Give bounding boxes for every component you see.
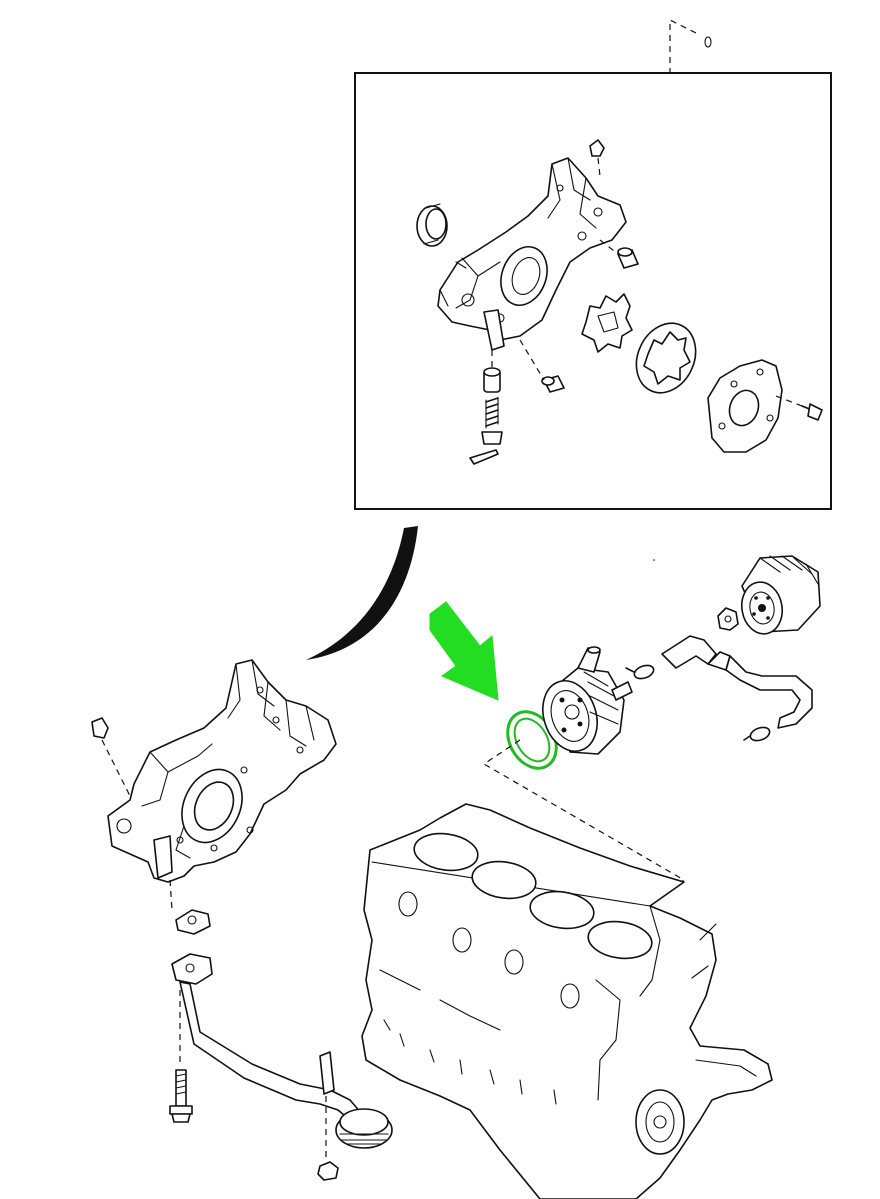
strainer-nut: [317, 1161, 339, 1181]
oil-cooler: [542, 646, 633, 755]
oil-pump-bolt: [91, 717, 109, 739]
pump-cover: [707, 359, 783, 453]
hose-clamp-lower: [743, 726, 771, 742]
cover-screw: [801, 403, 823, 421]
cap-bolt: [589, 139, 605, 157]
engine-block: [361, 803, 773, 1199]
dowel-pin-lower: [541, 375, 565, 393]
green-arrow-icon: [429, 601, 499, 701]
oil-filter: [740, 555, 821, 635]
front-oil-seal: [416, 203, 448, 247]
relief-valve-plunger: [483, 367, 501, 393]
outer-rotor: [635, 322, 697, 394]
inner-rotor: [581, 293, 633, 353]
clip-part: [704, 36, 712, 48]
oil-pump-housing: [107, 659, 337, 883]
cooler-nut: [717, 607, 739, 631]
cotter-pin: [469, 449, 499, 465]
relief-valve-plug: [481, 431, 503, 445]
strainer-bolt: [169, 1069, 193, 1123]
strainer-gasket: [175, 909, 211, 935]
relief-valve-spring: [485, 397, 499, 429]
oil-strainer: [171, 953, 393, 1149]
speck-mark: [653, 559, 655, 561]
water-hose: [661, 635, 813, 729]
detail-callout-pointer: [306, 526, 418, 660]
dowel-pin-upper: [617, 247, 639, 269]
inset-detail-box: [354, 72, 832, 510]
hose-clamp-upper: [625, 664, 655, 680]
oil-pump-housing-inset: [437, 157, 627, 351]
